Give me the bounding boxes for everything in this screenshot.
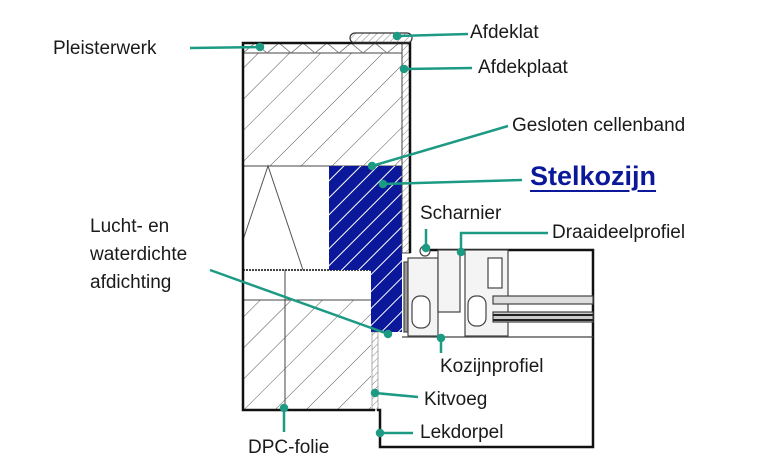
plaster-zigzag xyxy=(242,42,400,54)
label-afdekplaat: Afdekplaat xyxy=(478,57,568,78)
stelkozijn-shape xyxy=(329,166,402,332)
label-kozijnprofiel: Kozijnprofiel xyxy=(440,356,544,377)
label-afdeklat: Afdeklat xyxy=(470,22,539,43)
wall-upper xyxy=(242,52,403,167)
label-scharnier: Scharnier xyxy=(420,203,502,224)
label-lekdorpel: Lekdorpel xyxy=(420,422,504,443)
leader-lines xyxy=(189,31,548,438)
kitvoeg-strip xyxy=(371,331,379,411)
label-afdichting-1: Lucht- en xyxy=(90,216,170,237)
lekdorpel-outline xyxy=(377,248,595,449)
label-kitvoeg: Kitvoeg xyxy=(424,389,488,410)
insulation-lines xyxy=(242,164,304,271)
label-draaideelprofiel: Draaideelprofiel xyxy=(552,222,686,243)
label-gesloten-cellenband: Gesloten cellenband xyxy=(512,115,686,136)
label-stelkozijn: Stelkozijn xyxy=(530,161,657,191)
wall-lower xyxy=(243,300,371,410)
label-pleisterwerk: Pleisterwerk xyxy=(53,38,157,59)
label-afdichting-2: waterdichte xyxy=(90,244,188,265)
label-dpc-folie: DPC-folie xyxy=(248,437,330,458)
label-afdichting-3: afdichting xyxy=(90,272,172,293)
plaster-band xyxy=(242,42,403,54)
wall-lower-white xyxy=(243,271,371,300)
afdeklat-shape xyxy=(349,32,413,44)
window-profile xyxy=(402,245,594,338)
